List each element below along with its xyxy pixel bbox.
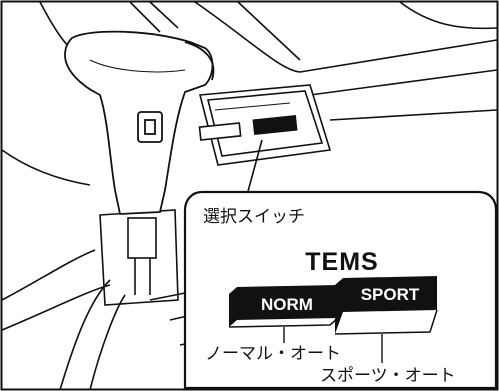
switch-panel [198,84,332,166]
sport-button-label: SPORT [361,285,420,304]
callout-title: 選択スイッチ [203,207,305,227]
norm-button: NORM [228,285,339,328]
norm-caption: ノーマル・オート [205,344,341,364]
tems-logo: TEMS [305,248,378,276]
norm-button-label: NORM [261,295,313,314]
sport-button: SPORT [334,276,438,335]
shift-lever [64,30,215,215]
leader-line [246,139,263,196]
sport-caption: スポーツ・オート [320,366,456,386]
shift-gate [99,209,179,306]
